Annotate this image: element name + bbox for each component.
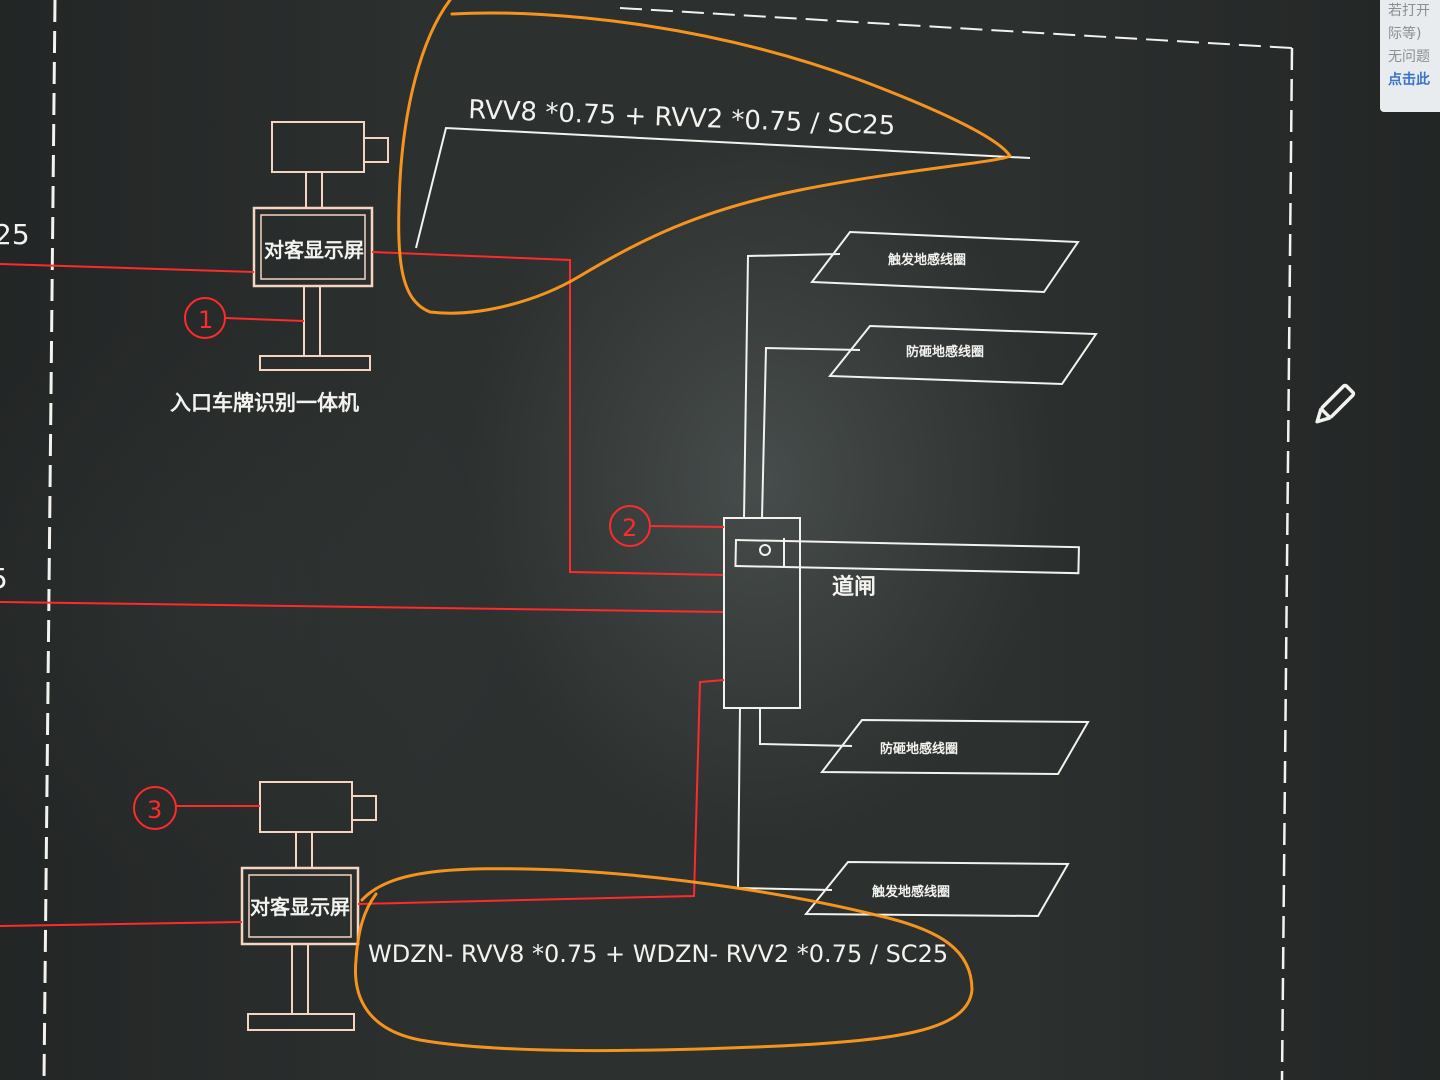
- side-panel-line-1: 若打开: [1388, 3, 1430, 19]
- gate-pivot: [759, 544, 771, 556]
- loop-label-4: 触发地感线圈: [871, 884, 950, 900]
- barrier-gate: [723, 517, 1080, 709]
- red-wire-left-gate: [0, 601, 725, 613]
- top-display-label: 对客显示屏: [264, 238, 364, 262]
- left-fragment-mid: 5: [0, 562, 8, 595]
- loop-label-1: 触发地感线圈: [887, 252, 966, 268]
- red-wire-left-top: [0, 263, 255, 273]
- top-camera-lens: [363, 137, 389, 163]
- side-panel-fragment: 若打开 际等) 无问题 点击此: [1380, 0, 1440, 112]
- bottom-pole-base: [247, 1013, 355, 1031]
- top-device-caption: 入口车牌识别一体机: [170, 390, 359, 415]
- bottom-display-label: 对客显示屏: [250, 895, 350, 919]
- bottom-display-screen: [240, 866, 360, 946]
- side-panel-line-2: 际等): [1388, 26, 1422, 42]
- bottom-cable-spec: WDZN- RVV8 *0.75 + WDZN- RVV2 *0.75 / SC…: [368, 940, 948, 968]
- pencil-icon[interactable]: [1313, 383, 1356, 427]
- left-fragment-top: 25: [0, 218, 30, 251]
- top-cable-leader: [415, 126, 1031, 249]
- red-wire-left-bottom: [0, 921, 243, 927]
- gate-label: 道闸: [832, 574, 876, 600]
- marker-3-text: 3: [147, 796, 162, 824]
- top-cable-spec: RVV8 *0.75 + RVV2 *0.75 / SC25: [468, 95, 896, 141]
- marker-2-text: 2: [622, 514, 637, 542]
- top-plate-recognition-unit: [252, 121, 389, 371]
- top-pole-base: [259, 355, 371, 371]
- bottom-display-unit: [240, 781, 377, 1031]
- right-frame-dashed-line: [1280, 47, 1294, 1080]
- top-camera-body: [271, 121, 365, 173]
- left-frame-dashed-line: [42, 0, 57, 1080]
- side-panel-link[interactable]: 点击此: [1388, 72, 1430, 88]
- red-wire-display-to-gate: [371, 251, 725, 576]
- marker-circle-3: [133, 786, 177, 830]
- loop-shape-1: [810, 230, 1080, 294]
- loop-shape-2: [827, 324, 1098, 386]
- gate-arm: [734, 538, 1080, 575]
- top-frame-dashed-line: [619, 7, 1293, 49]
- side-panel-line-3: 无问题: [1388, 49, 1430, 65]
- marker-1-text: 1: [198, 306, 213, 334]
- bottom-camera-body: [259, 781, 353, 833]
- loop-label-3: 防砸地感线圈: [880, 741, 958, 757]
- bottom-highlight-loop: [353, 867, 974, 1053]
- red-wire-gate-to-bottom: [357, 679, 725, 905]
- loop-label-2: 防砸地感线圈: [906, 344, 984, 360]
- top-display-screen: [252, 206, 374, 288]
- loop-shape-3: [819, 718, 1090, 776]
- top-highlight-loop: [397, 0, 1013, 315]
- bottom-camera-lens: [351, 795, 377, 821]
- loop-shape-4: [803, 860, 1070, 918]
